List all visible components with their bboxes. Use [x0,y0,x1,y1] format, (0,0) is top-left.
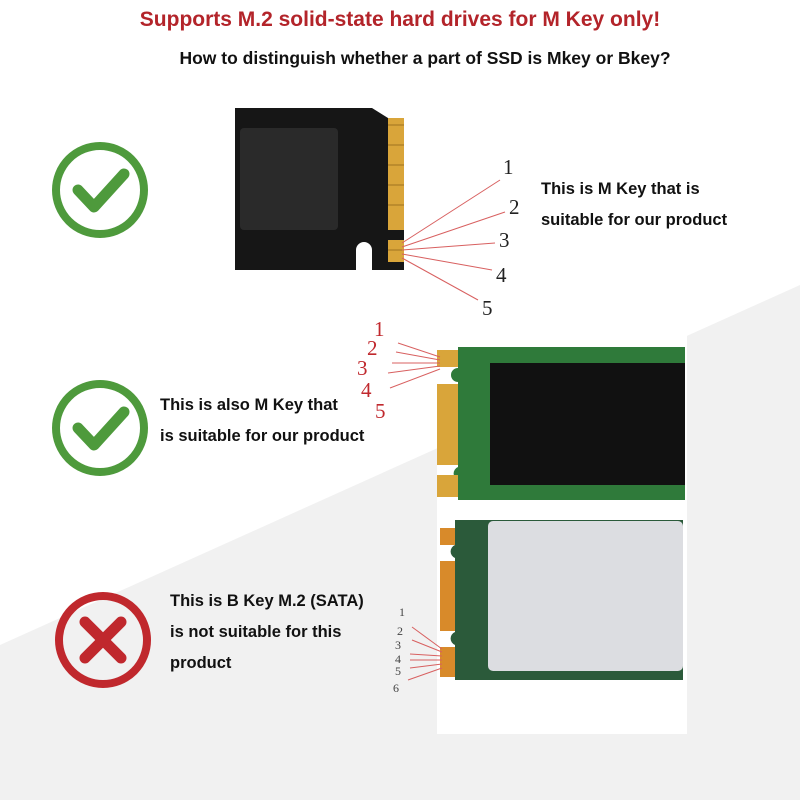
pin-label: 1 [399,605,405,619]
pin-label: 4 [496,263,507,287]
pin-label: 1 [374,317,385,341]
ssd-image-mkey-black [235,108,506,301]
cross-icon [55,592,151,688]
ssd-image-mkey-green [387,342,685,500]
description-line: This is B Key M.2 (SATA) [170,592,364,610]
page-subtitle: How to distinguish whether a part of SSD… [179,48,671,68]
bkey-description: This is B Key M.2 (SATA) is not suitable… [170,586,364,679]
page-title: Supports M.2 solid-state hard drives for… [139,8,661,31]
pin-label: 3 [357,356,368,380]
description-line: suitable for our product [541,211,728,229]
mkey-description-1: This is M Key that is suitable for our p… [541,174,727,236]
pin-label: 3 [499,228,510,252]
description-line: is not suitable for this [170,623,342,641]
pin-label: 2 [397,624,403,638]
pin-label: 3 [395,638,401,652]
description-line: This is M Key that is [541,180,700,198]
pin-label: 2 [509,195,520,219]
pin-label: 4 [361,378,372,402]
pin-label: 1 [503,155,514,179]
check-icon [52,380,148,476]
description-line: is suitable for our product [160,427,365,445]
pin-label: 5 [375,399,386,423]
pin-label: 5 [482,296,493,320]
description-line: product [170,654,232,672]
pin-label: 6 [393,681,399,695]
mkey-description-2: This is also M Key that is suitable for … [160,390,364,452]
pin-label: 2 [367,336,378,360]
check-icon [52,142,148,238]
description-line: This is also M Key that [160,396,338,414]
ssd-image-bkey [407,520,683,681]
pin-label: 5 [395,664,401,678]
pin-label: 4 [395,652,401,666]
